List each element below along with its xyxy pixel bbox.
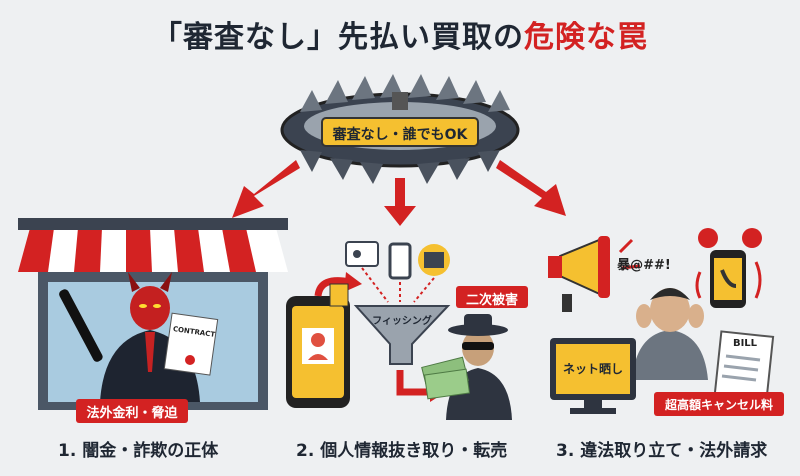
shop-illustration	[18, 218, 288, 410]
panel3-tag: 超高額キャンセル料	[664, 398, 773, 412]
caption-2: 2. 個人情報抜き取り・転売	[296, 441, 508, 461]
title-highlight: 危険な罠	[524, 20, 648, 55]
arrows	[232, 160, 566, 226]
harassment-illustration	[548, 228, 775, 414]
phishing-illustration	[286, 241, 512, 420]
page-title: 「審査なし」先払い買取の危険な罠	[152, 20, 648, 55]
panel1-tag: 法外金利・脅迫	[86, 406, 178, 421]
funnel-label: フィッシング	[372, 316, 432, 327]
bill-text: BILL	[732, 338, 758, 349]
net-label: ネット晒し	[562, 362, 623, 376]
panel2-tag: 二次被害	[465, 293, 518, 308]
caption-3: 3. 違法取り立て・法外請求	[556, 441, 768, 461]
caption-1: 1. 闇金・詐欺の正体	[58, 441, 219, 461]
panel2-tag-bg	[456, 286, 528, 308]
panel3-tag-bg	[654, 392, 784, 416]
panel1-tag-bg	[76, 399, 188, 423]
shout-text: 暴@##!	[617, 258, 671, 273]
trap-sign-text: 審査なし・誰でもOK	[332, 127, 468, 143]
trap-sign-board	[321, 117, 479, 147]
